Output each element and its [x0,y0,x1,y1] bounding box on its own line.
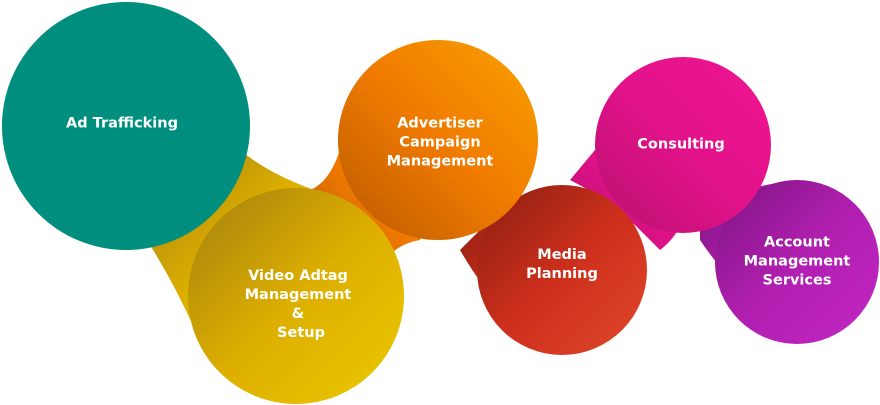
label-line: Account [764,234,830,251]
label-line: Management [244,287,352,303]
label-consulting: Consulting [637,136,724,155]
label-line: Advertiser [397,115,483,132]
label-line: Services [762,272,832,289]
circle-account-management [715,180,879,344]
label-line: Management [743,253,851,270]
circle-ad-trafficking [2,2,250,250]
label-line: Media [537,247,587,263]
circle-video-adtag [188,188,404,404]
circle-consulting [595,57,771,233]
label-video-adtag: Video Adtag Management & Setup [245,267,352,343]
label-account-management: Account Management Services [744,234,851,291]
label-line: Video Adtag [248,268,348,284]
label-line: Consulting [637,136,725,153]
label-line: Campaign [399,134,481,151]
label-line: Ad Trafficking [66,115,178,132]
label-media-planning: Media Planning [526,246,598,284]
label-line: Setup [277,325,325,341]
label-advertiser-campaign: Advertiser Campaign Management [387,115,494,172]
label-line: & [291,306,305,322]
label-line: Planning [526,266,598,282]
circle-media-planning [477,185,647,355]
label-line: Management [386,153,494,170]
circle-advertiser-campaign [338,40,538,240]
label-ad-trafficking: Ad Trafficking [66,115,178,134]
